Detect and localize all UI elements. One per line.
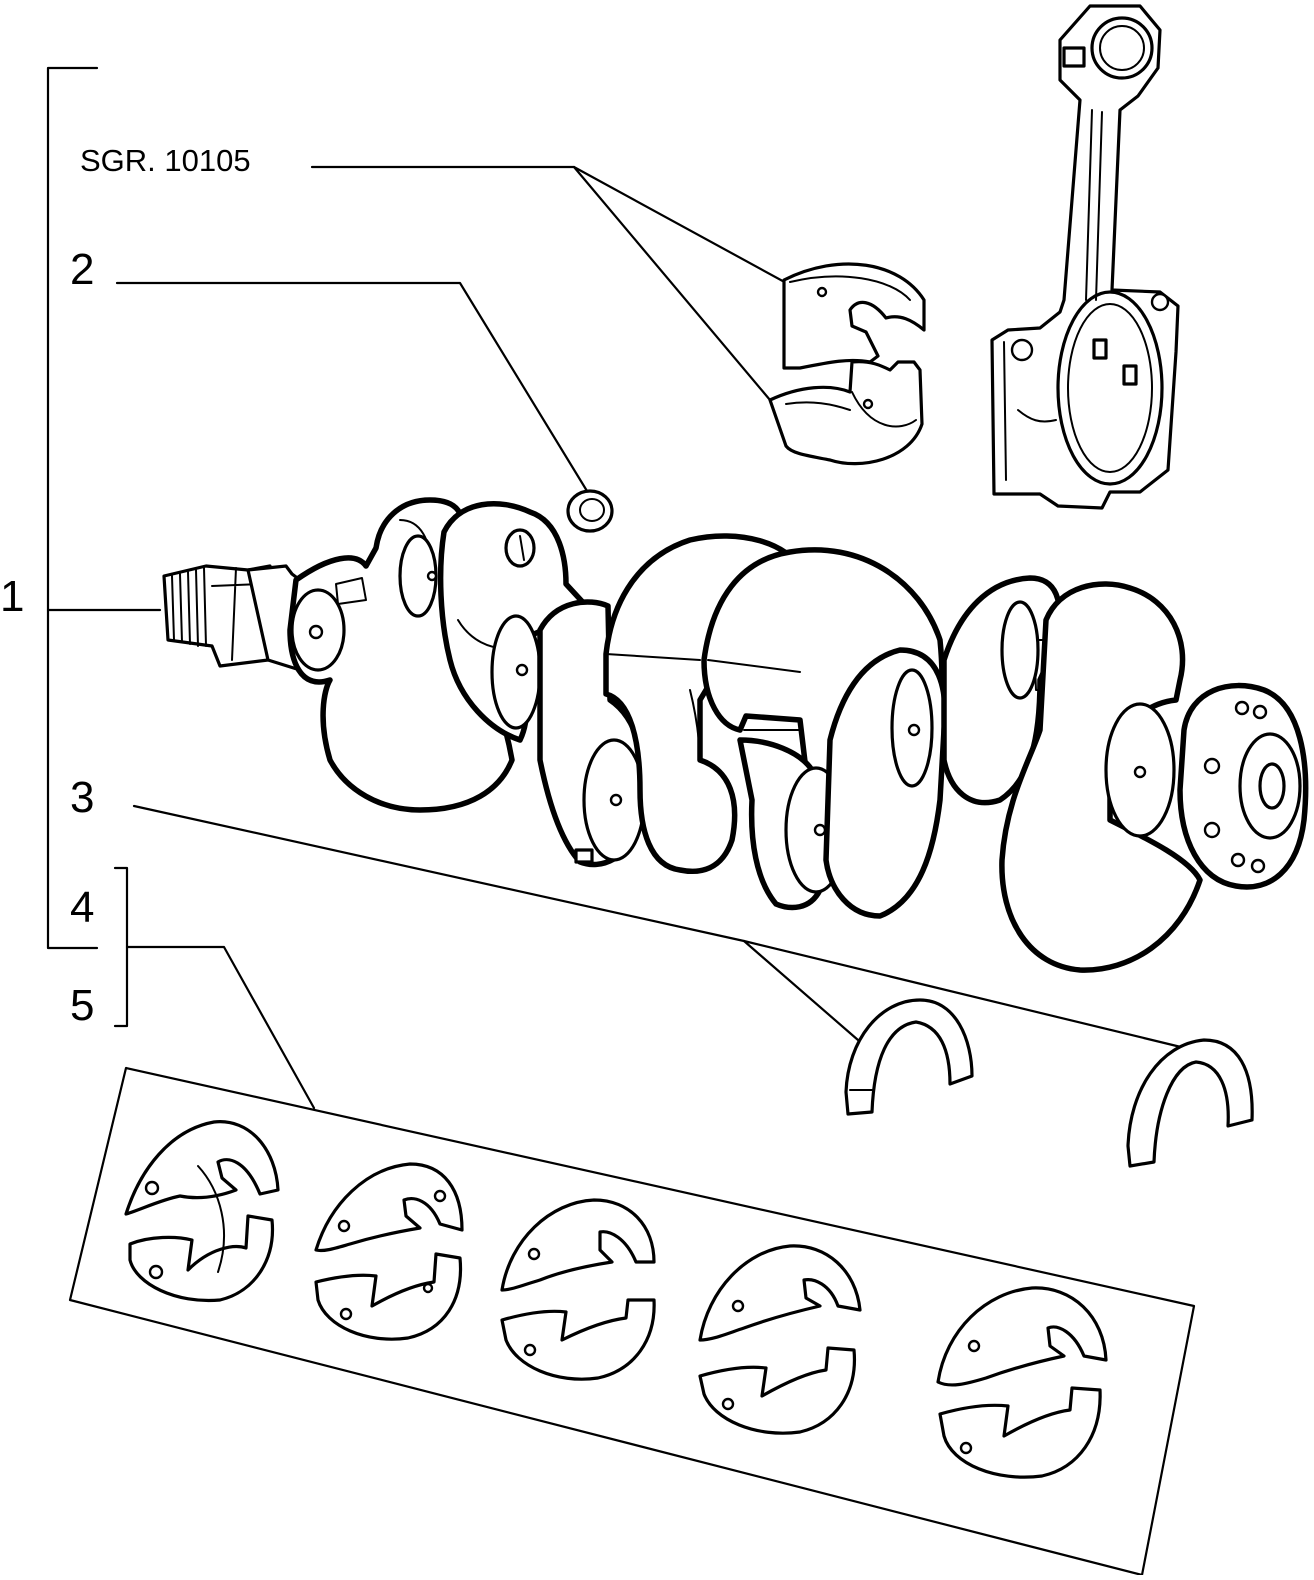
bracket-item-1 — [46, 66, 99, 950]
leader-sgr-upper — [310, 165, 792, 287]
bracket-items-4-5 — [113, 866, 129, 1028]
callout-label-sgr: SGR. 10105 — [80, 143, 251, 178]
thrust-washers — [844, 998, 1254, 1168]
connecting-rod — [990, 4, 1180, 510]
main-bearing-pair-1 — [124, 1120, 280, 1303]
main-bearing-pair-5 — [936, 1286, 1108, 1479]
plug — [566, 489, 614, 533]
conrod-bearing-shells — [768, 262, 926, 466]
leader-item-3-a — [132, 804, 860, 1042]
crankshaft — [162, 497, 1309, 973]
callout-label-2: 2 — [70, 245, 95, 294]
leader-sgr-lower — [572, 165, 772, 402]
callout-label-3: 3 — [70, 773, 95, 822]
leader-item-3-b — [742, 939, 1187, 1050]
leader-item-2 — [115, 281, 589, 493]
leader-lines — [46, 66, 1187, 1110]
callout-label-4: 4 — [70, 883, 95, 932]
callout-label-5: 5 — [70, 981, 95, 1030]
main-bearing-pair-2 — [314, 1162, 464, 1341]
callout-label-1: 1 — [0, 572, 25, 621]
main-bearing-pair-4 — [698, 1244, 862, 1435]
leader-items-4-5 — [125, 945, 316, 1110]
main-bearing-pair-3 — [500, 1198, 656, 1381]
